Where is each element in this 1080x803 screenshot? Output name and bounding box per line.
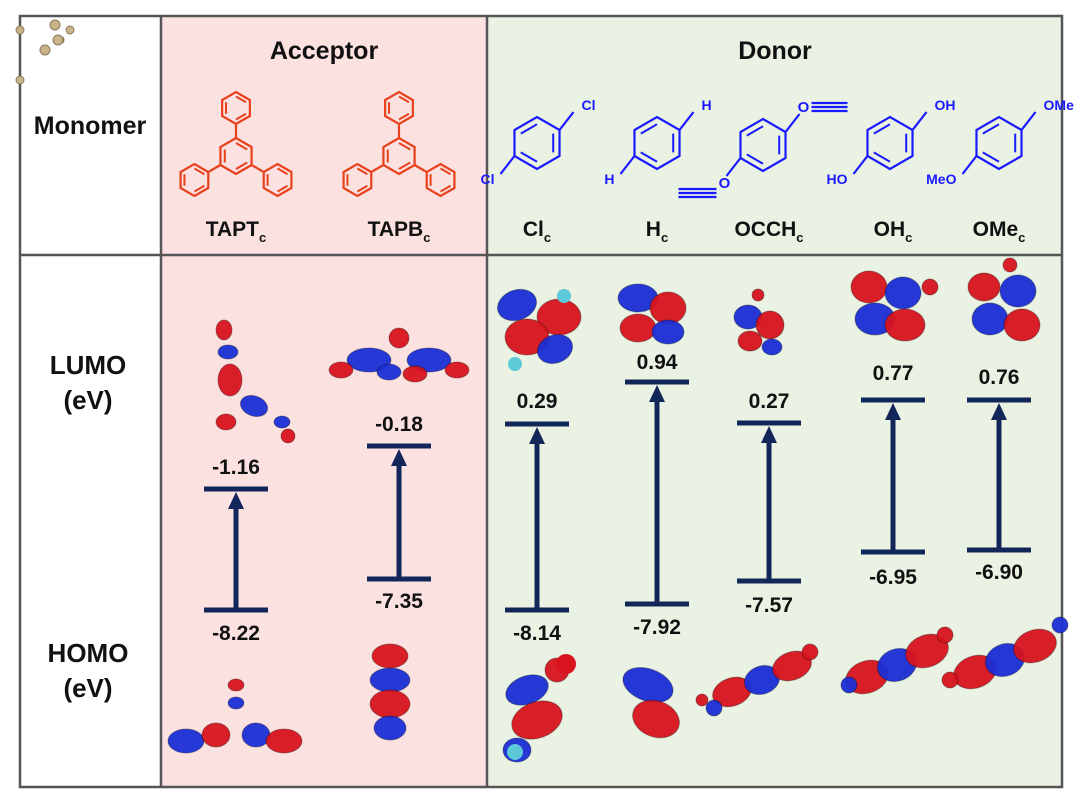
gap-arrow-head (649, 385, 665, 402)
table-grid (18, 14, 1064, 789)
homo-label: HOMO (48, 638, 129, 668)
level-pair-clc: 0.29 -8.14 (505, 390, 569, 645)
orbital-homo-taptc (65, 25, 303, 754)
gap-arrow-head (761, 426, 777, 443)
level-pair-occhc: 0.27 -7.57 (737, 390, 801, 617)
orbital-lumo-clc (497, 288, 582, 371)
monomer-row-label: Monomer (34, 112, 147, 140)
gap-arrow-head (228, 492, 244, 509)
level-pair-omec: 0.76 -6.90 (967, 366, 1031, 584)
donor-header: Donor (738, 37, 812, 65)
homo-value-label: -8.14 (513, 622, 561, 645)
orbital-homo-occhc (695, 643, 819, 717)
homo-value-label: -7.35 (375, 590, 423, 613)
structure-atom-label: O (719, 175, 731, 192)
orbital-homo-clc (502, 654, 576, 763)
lumo-value-label: 0.94 (637, 351, 678, 374)
level-pair-ohc: 0.77 -6.95 (861, 362, 925, 589)
structure-atom-label: Cl (480, 171, 494, 187)
structure-atom-label: Cl (582, 97, 596, 113)
structure-atom-label: HO (826, 171, 847, 187)
gap-arrow-head (529, 427, 545, 444)
homo-unit-label: (eV) (63, 673, 112, 703)
phenyl-ring (262, 162, 293, 198)
structure-ohc: OH HO (826, 97, 955, 187)
phenyl-ring (384, 90, 414, 126)
orbital-lumo-ohc (850, 270, 939, 342)
structure-hc: HH (604, 97, 711, 187)
acceptor-header: Acceptor (270, 37, 379, 65)
orbital-lumo-taptc (15, 35, 296, 444)
orbital-lumo-omec (967, 257, 1041, 342)
level-pair-hc: 0.94 -7.92 (625, 351, 689, 639)
energy-levels: -1.16-8.22-0.18-7.350.29-8.140.94-7.920.… (204, 351, 1031, 645)
monomer-name-hc: Hc (646, 218, 668, 245)
orbital-homo-omec (941, 616, 1069, 690)
structure-atom-label: MeO (926, 171, 956, 187)
gap-arrow-head (391, 449, 407, 466)
orbital-lumo-hc (617, 283, 687, 345)
orbital-renderings (15, 19, 1069, 763)
phenyl-ring (425, 162, 456, 198)
lumo-value-label: 0.29 (517, 390, 558, 413)
monomer-name-ohc: OHc (874, 218, 913, 245)
homo-value-label: -8.22 (212, 622, 260, 645)
lumo-value-label: -1.16 (212, 456, 260, 479)
orbital-homo-hc (622, 667, 680, 739)
lumo-value-label: 0.76 (979, 366, 1020, 389)
structure-atom-label: OH (935, 97, 956, 113)
homo-value-label: -7.57 (745, 594, 793, 617)
monomer-name-omec: OMec (973, 218, 1026, 245)
orbital-homo-tapbc (39, 34, 411, 741)
central-ring (219, 136, 253, 176)
central-ring (382, 136, 416, 176)
orbital-lumo-tapbc (15, 19, 470, 383)
lumo-value-label: -0.18 (375, 413, 423, 436)
phenyl-ring (221, 90, 251, 126)
monomer-names: TAPTc TAPBc Clc Hc OCCHc OHc OMec (206, 218, 1026, 245)
orbital-lumo-occhc (733, 288, 785, 356)
monomer-name-taptc: TAPTc (206, 218, 267, 245)
lumo-label: LUMO (50, 350, 127, 380)
lumo-value-label: 0.77 (873, 362, 914, 385)
orbital-homo-ohc (840, 626, 954, 695)
structure-atom-label: H (702, 97, 712, 113)
monomer-name-occhc: OCCHc (734, 218, 803, 245)
acceptor-panel-bg (161, 16, 487, 787)
structure-occhc: OO (678, 99, 848, 199)
homo-value-label: -6.95 (869, 566, 917, 589)
lumo-unit-label: (eV) (63, 385, 112, 415)
level-pair-taptc: -1.16 -8.22 (204, 456, 268, 645)
structure-atom-label: O (798, 99, 810, 116)
structure-atom-label: H (604, 171, 614, 187)
structure-taptc (179, 90, 293, 198)
phenyl-ring (342, 162, 373, 198)
level-pair-tapbc: -0.18 -7.35 (367, 413, 431, 613)
homo-value-label: -7.92 (633, 616, 681, 639)
gap-arrow-head (885, 403, 901, 420)
monomer-name-tapbc: TAPBc (368, 218, 431, 245)
structure-tapbc (342, 90, 456, 198)
structure-atom-label: OMe (1044, 97, 1075, 113)
lumo-value-label: 0.27 (749, 390, 790, 413)
gap-arrow-head (991, 403, 1007, 420)
monomer-name-clc: Clc (523, 218, 551, 245)
homo-value-label: -6.90 (975, 561, 1023, 584)
phenyl-ring (179, 162, 210, 198)
